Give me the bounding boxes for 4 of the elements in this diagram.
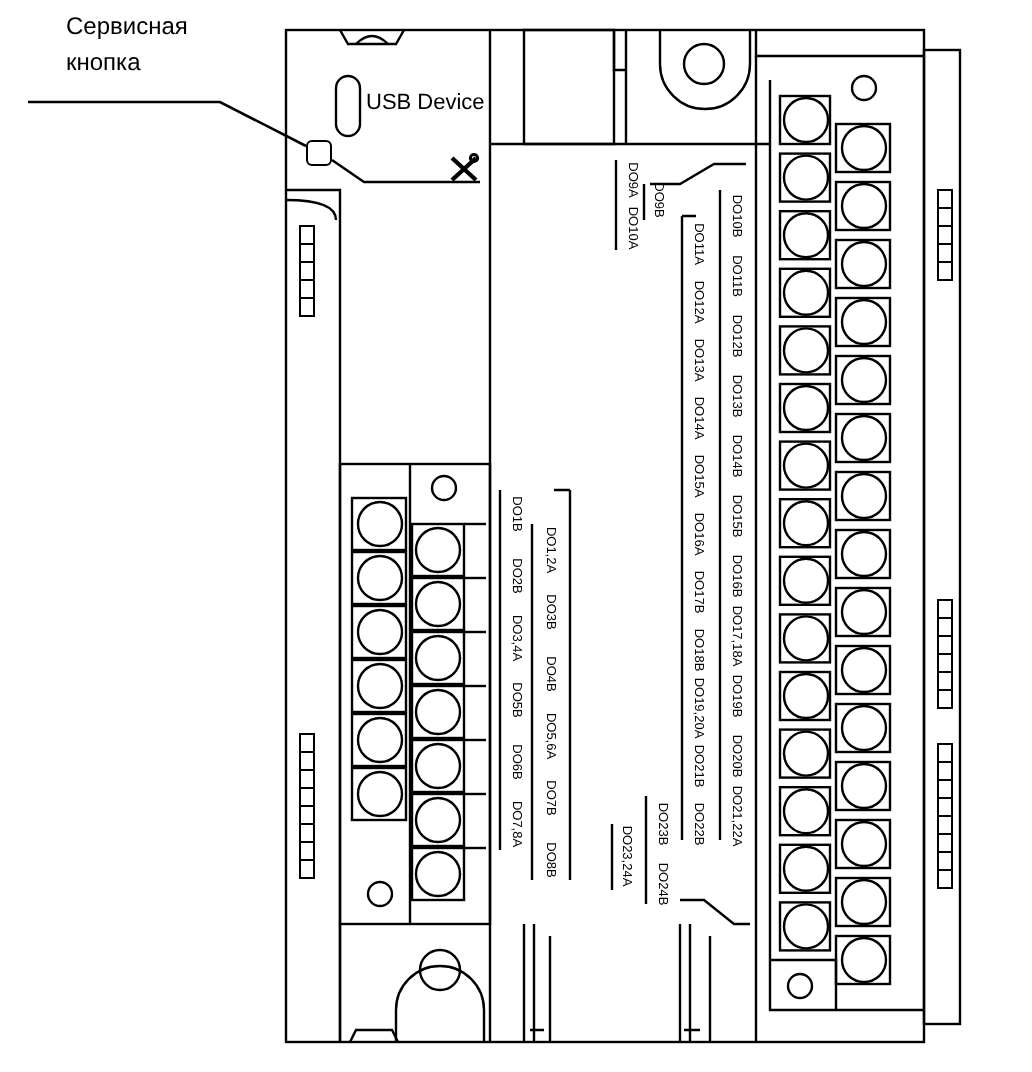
port-label: USB Device [366,93,485,115]
leader-line [28,100,307,148]
service-button [306,140,332,166]
callout-label: Сервисная кнопка [64,10,190,80]
